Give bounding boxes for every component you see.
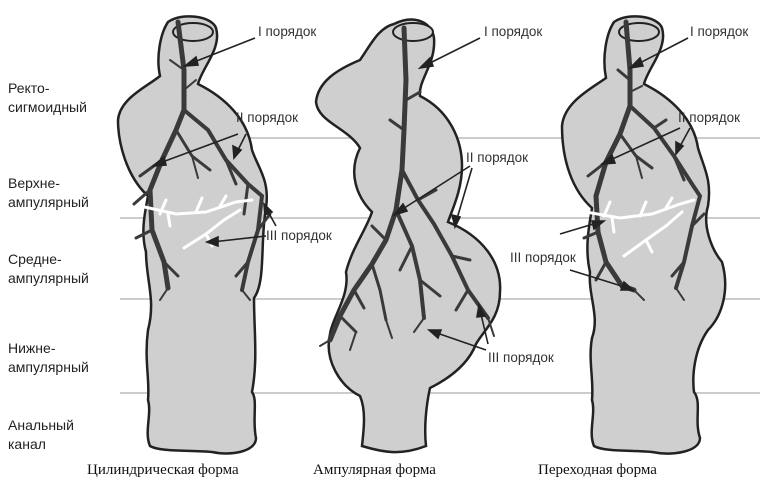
rectum-ampullary	[316, 20, 500, 453]
label-order1-transitional: I порядок	[690, 24, 748, 39]
organ-outline	[562, 16, 725, 453]
caption-transitional: Переходная форма	[538, 462, 657, 479]
level-label-rectosigmoid: Ректо- сигмоидный	[8, 79, 87, 117]
label-order3-transitional: III порядок	[510, 250, 576, 265]
arrowhead	[264, 204, 272, 215]
lumen-opening	[393, 23, 433, 41]
level-line1: Верхне-	[8, 174, 89, 193]
level-line1: Ректо-	[8, 79, 87, 98]
label-order2-transitional: II порядок	[678, 110, 740, 125]
label-order1-cylindrical: I порядок	[258, 24, 316, 39]
level-line2: ампулярный	[8, 269, 89, 288]
label-order2-ampullary: II порядок	[466, 150, 528, 165]
level-line2: ампулярный	[8, 193, 89, 212]
label-order3-ampullary: III порядок	[488, 350, 554, 365]
level-line1: Средне-	[8, 250, 89, 269]
label-order2-cylindrical: II порядок	[236, 110, 298, 125]
caption-ampullary: Ампулярная форма	[313, 462, 436, 479]
level-label-anal-canal: Анальный канал	[8, 416, 74, 454]
level-line1: Нижне-	[8, 339, 89, 358]
level-label-mid-ampullary: Средне- ампулярный	[8, 250, 89, 288]
label-order3-cylindrical: III порядок	[266, 228, 332, 243]
caption-cylindrical: Цилиндрическая форма	[87, 462, 239, 479]
label-order1-ampullary: I порядок	[484, 24, 542, 39]
rectum-cylindrical	[118, 16, 270, 453]
level-label-upper-ampullary: Верхне- ампулярный	[8, 174, 89, 212]
level-line2: сигмоидный	[8, 98, 87, 117]
level-label-lower-ampullary: Нижне- ампулярный	[8, 339, 89, 377]
level-line2: канал	[8, 435, 74, 454]
level-line1: Анальный	[8, 416, 74, 435]
rectum-transitional	[562, 16, 725, 453]
level-line2: ампулярный	[8, 358, 89, 377]
